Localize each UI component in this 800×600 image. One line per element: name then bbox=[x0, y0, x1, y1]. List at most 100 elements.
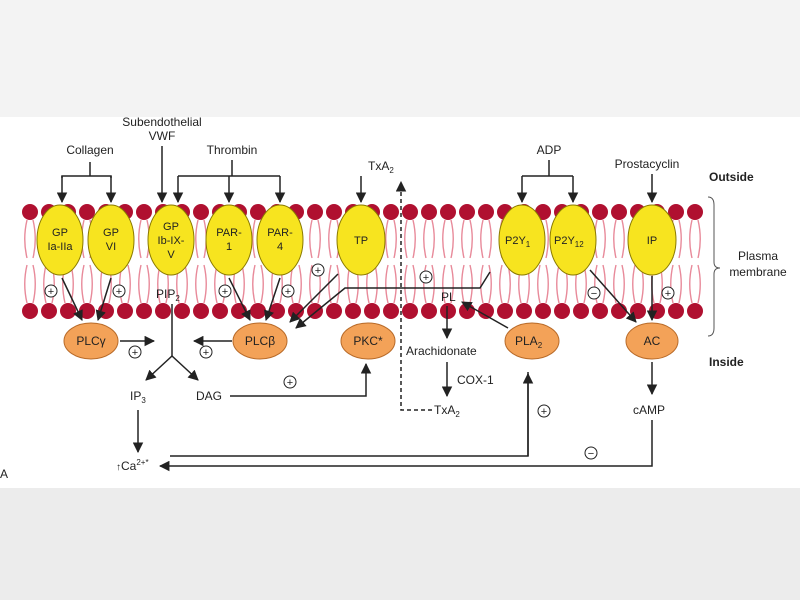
lipid-head bbox=[22, 303, 38, 319]
plus-sign: + bbox=[315, 265, 321, 277]
calcium-label: ↑Ca2+* bbox=[116, 458, 149, 473]
lipid-tail bbox=[195, 219, 199, 259]
thrombin-label: Thrombin bbox=[207, 143, 258, 157]
lipid-tail bbox=[613, 219, 617, 259]
pla2-sub: 2 bbox=[538, 341, 543, 350]
txa2-bottom-base: TxA bbox=[434, 403, 455, 417]
lipid-tail bbox=[328, 264, 332, 304]
receptor-par-1 bbox=[205, 204, 253, 276]
receptor-ip bbox=[627, 204, 677, 276]
lipid-tail bbox=[678, 219, 682, 259]
lipid-tail bbox=[214, 264, 218, 304]
txa2-bottom-sub: 2 bbox=[455, 410, 460, 419]
receptor-gp-ib-ix-v bbox=[147, 204, 195, 276]
par4-to-plcb bbox=[264, 277, 281, 321]
p2y12-sub: 12 bbox=[575, 240, 584, 249]
gp-vi-label-2: VI bbox=[106, 241, 116, 253]
split-to-ip3 bbox=[145, 355, 173, 381]
lipid-head bbox=[611, 204, 627, 220]
plus-sign: + bbox=[665, 288, 671, 300]
lipid-tail bbox=[678, 264, 682, 304]
enzyme-pkc bbox=[340, 322, 396, 360]
lipid-tail bbox=[309, 219, 313, 259]
vwf-label-2: VWF bbox=[149, 129, 176, 143]
lipid-head bbox=[383, 204, 399, 220]
lipid-tail bbox=[689, 264, 693, 304]
lipid-head bbox=[155, 303, 171, 319]
gp-vi-label-1: GP bbox=[103, 227, 119, 239]
lipid-tail bbox=[545, 219, 549, 259]
plus-sign-circle bbox=[537, 404, 551, 418]
pla2-label: PLA2 bbox=[515, 334, 543, 350]
adp-label: ADP bbox=[537, 143, 562, 157]
lipid-tail bbox=[423, 219, 427, 259]
lipid-head bbox=[307, 204, 323, 220]
receptor-par-4 bbox=[256, 204, 304, 276]
p2y12-to-ac bbox=[589, 269, 637, 323]
lipid-tail bbox=[89, 264, 93, 304]
par4-label-1: PAR- bbox=[267, 227, 293, 239]
lipid-tail bbox=[632, 264, 636, 304]
dag-label: DAG bbox=[196, 389, 222, 403]
lipid-tail bbox=[393, 219, 397, 259]
collagen-bracket bbox=[61, 175, 112, 178]
lipid-tail bbox=[404, 219, 408, 259]
dag-to-pkc bbox=[230, 362, 372, 397]
lipid-head bbox=[668, 303, 684, 319]
plus-sign-circle bbox=[283, 375, 297, 389]
membrane-label-2: membrane bbox=[729, 265, 787, 279]
p2y12-label: P2Y12 bbox=[554, 235, 584, 249]
enzyme-plcb bbox=[232, 322, 288, 360]
lipid-head bbox=[193, 204, 209, 220]
lipid-head bbox=[687, 204, 703, 220]
plus-sign-circle bbox=[199, 345, 213, 359]
lipid-tail bbox=[480, 219, 484, 259]
plcg-label: PLCγ bbox=[76, 334, 105, 348]
lipid-tail bbox=[602, 264, 606, 304]
plus-sign: + bbox=[48, 286, 54, 298]
lipid-tail bbox=[24, 219, 28, 259]
lipid-tail bbox=[537, 264, 541, 304]
ip3-base: IP bbox=[130, 389, 141, 403]
lipid-tail bbox=[127, 264, 131, 304]
lipid-tail bbox=[252, 264, 256, 304]
enzyme-ac bbox=[625, 322, 679, 360]
lipid-tail bbox=[431, 264, 435, 304]
ip3-label: IP3 bbox=[130, 389, 146, 405]
lipid-tail bbox=[499, 264, 503, 304]
lipid-tail bbox=[138, 219, 142, 259]
lipid-tail bbox=[488, 219, 492, 259]
lipid-tail bbox=[260, 264, 264, 304]
lipid-head bbox=[136, 303, 152, 319]
lipid-head bbox=[535, 303, 551, 319]
lipid-tail bbox=[412, 219, 416, 259]
tp-label: TP bbox=[354, 235, 368, 247]
vwf-label-1: Subendothelial bbox=[122, 115, 201, 129]
plus-sign: + bbox=[222, 286, 228, 298]
lipid-head bbox=[79, 303, 95, 319]
gp-ia-to-plcg bbox=[61, 277, 83, 321]
ip3-sub: 3 bbox=[141, 396, 146, 405]
lipid-tail bbox=[317, 219, 321, 259]
top-background-band bbox=[0, 0, 800, 117]
plus-sign: + bbox=[541, 406, 547, 418]
lipid-head bbox=[193, 303, 209, 319]
lipid-tail bbox=[252, 219, 256, 259]
gp-ia-iia-label-2: Ia-IIa bbox=[47, 241, 73, 253]
lipid-tail bbox=[374, 264, 378, 304]
lipid-tail bbox=[241, 264, 245, 304]
lipid-head bbox=[630, 303, 646, 319]
pla2-to-pl bbox=[461, 301, 509, 329]
panel-label: A bbox=[0, 467, 8, 481]
lipid-head bbox=[402, 204, 418, 220]
pkc-label: PKC* bbox=[353, 334, 383, 348]
p2y1-to-plcb bbox=[295, 271, 491, 329]
gp-vi-to-plcg bbox=[95, 277, 112, 322]
lipid-tail bbox=[32, 264, 36, 304]
lipid-head bbox=[60, 303, 76, 319]
lipid-head bbox=[668, 204, 684, 220]
lipid-head bbox=[421, 303, 437, 319]
lipid-tail bbox=[24, 264, 28, 304]
lipid-head bbox=[478, 303, 494, 319]
plus-sign: + bbox=[287, 377, 293, 389]
